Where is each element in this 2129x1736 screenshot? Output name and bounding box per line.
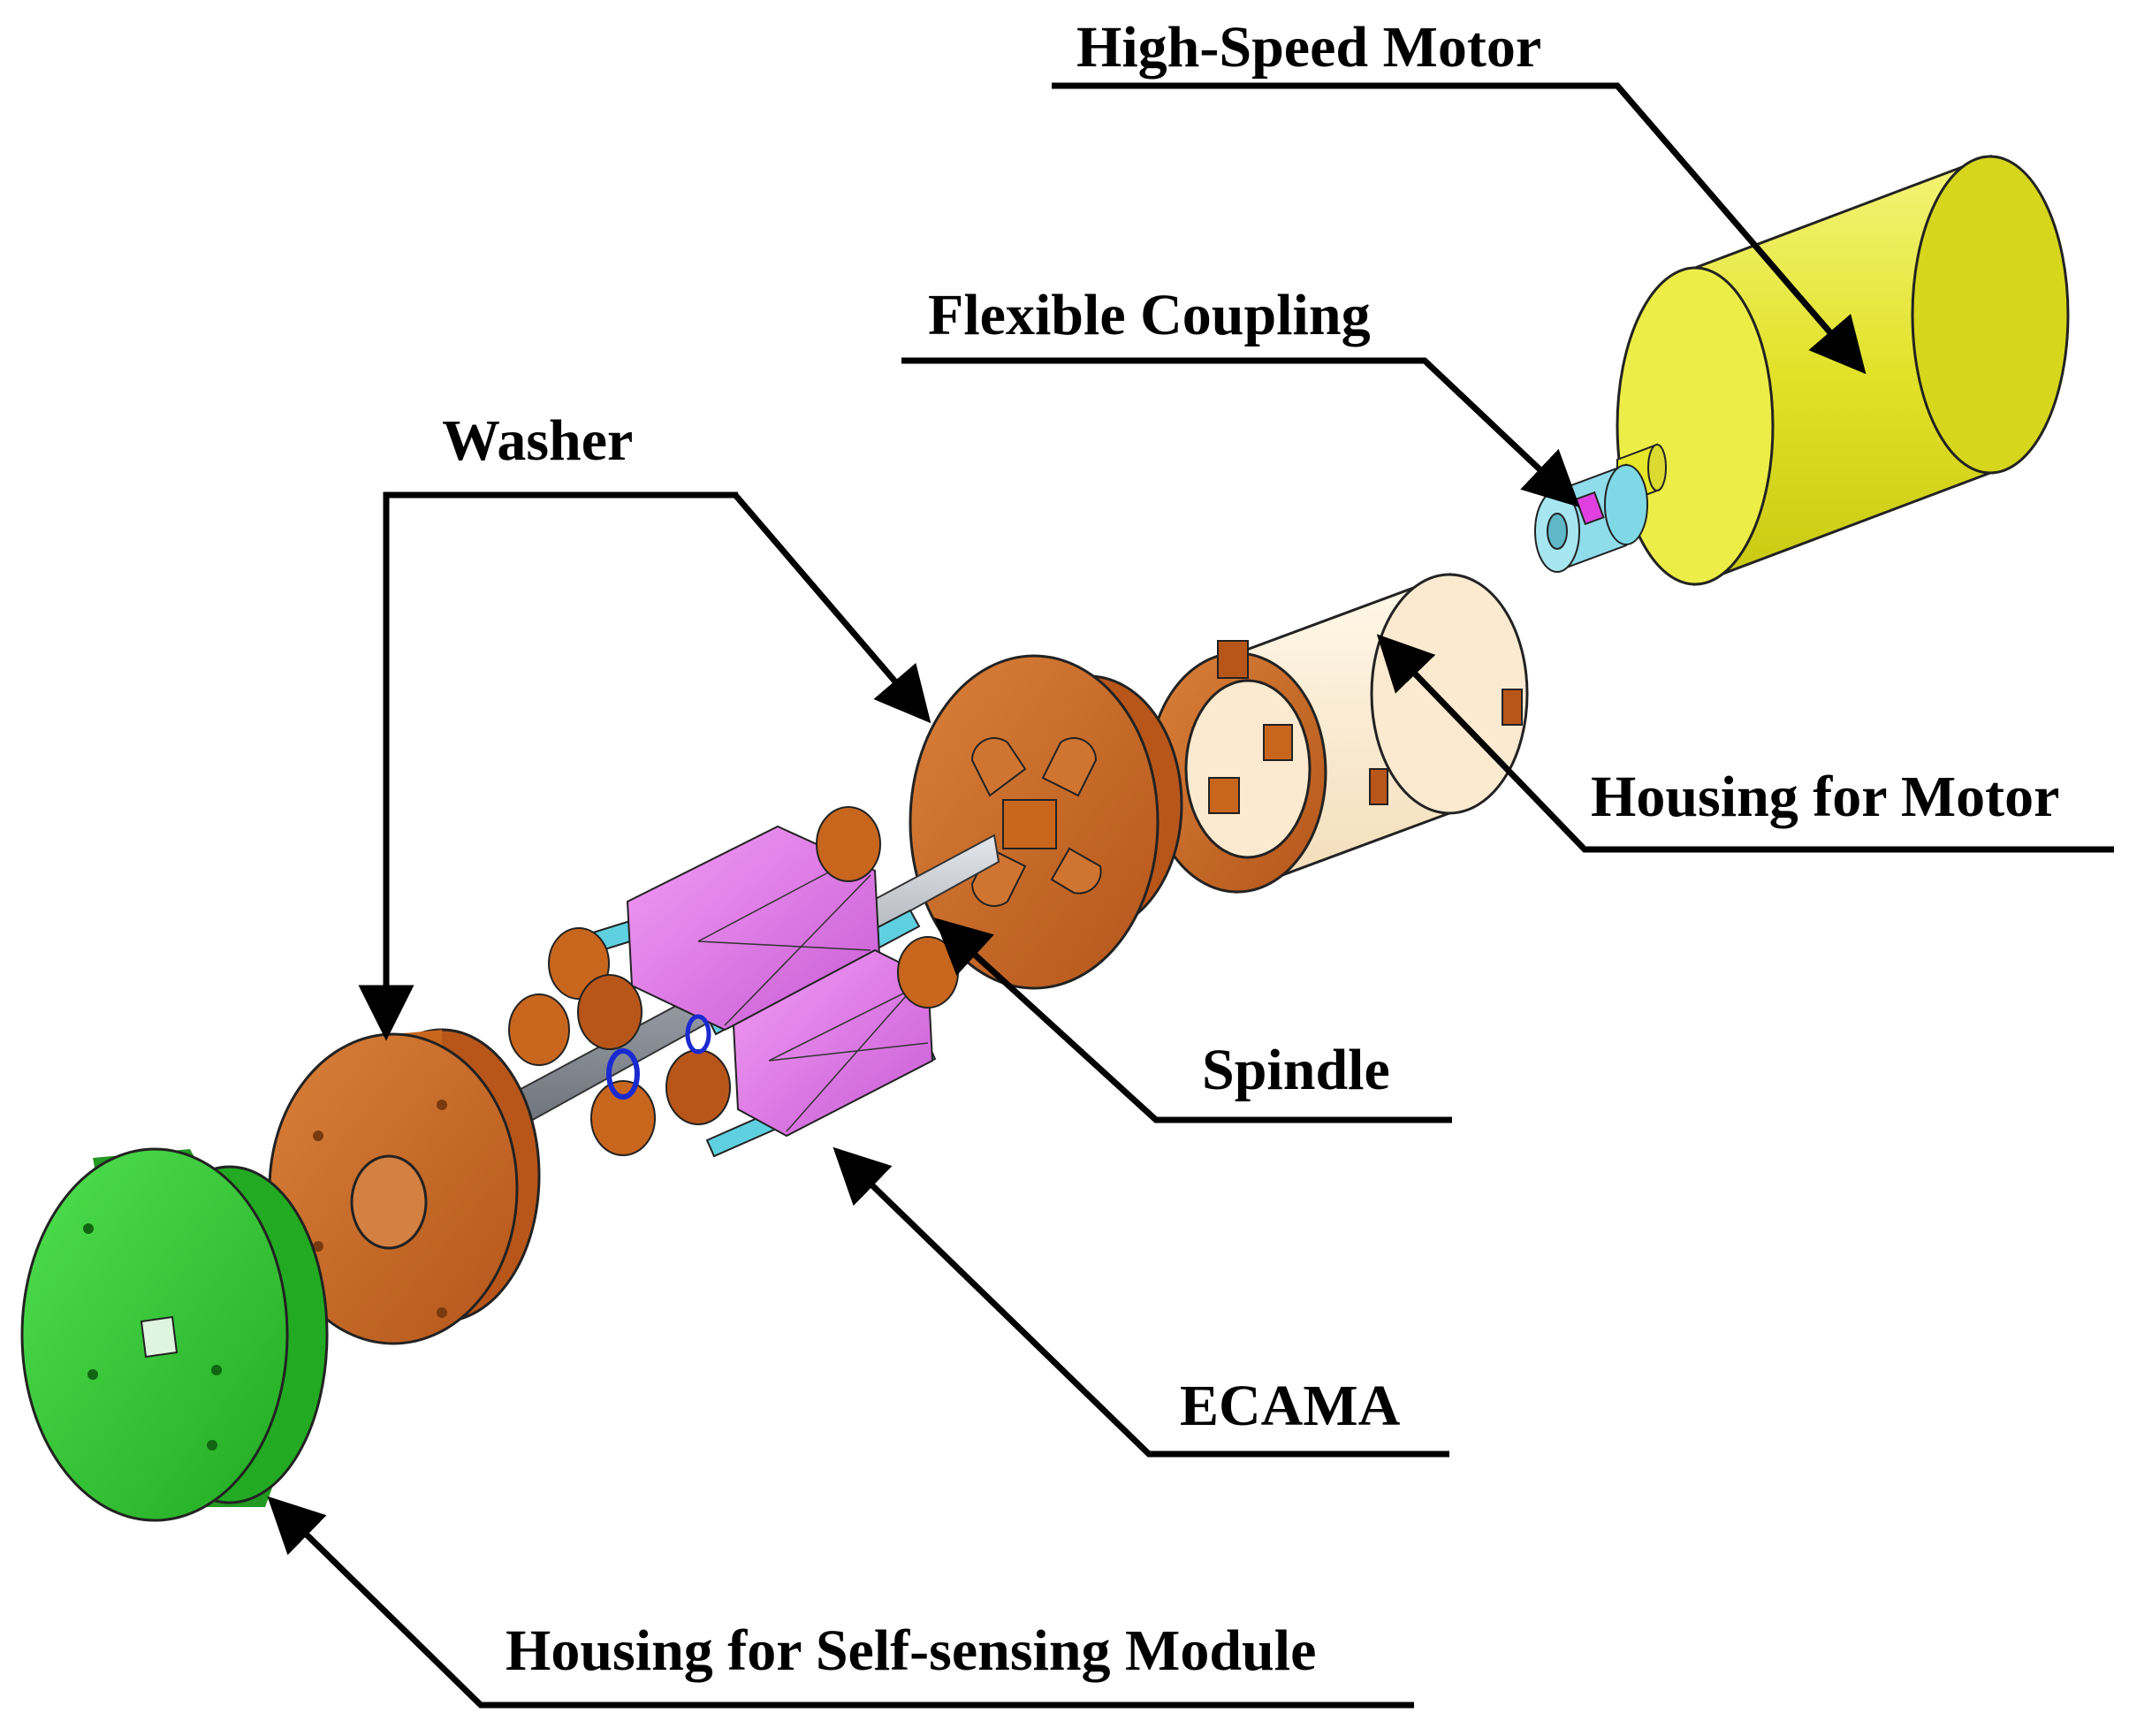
washer-lower-bore [350,1154,428,1250]
ecama-pole-5 [897,936,959,1009]
washer-upper [909,654,1183,990]
ecama-pole-1 [816,806,881,882]
ecama-pole-6 [590,1080,656,1156]
leader-washer-lower [358,491,738,1041]
high-speed-motor [1616,154,2070,587]
ecama-pole-3 [508,994,570,1066]
label-washer: Washer [442,408,633,473]
housing-for-self-sensing-module [20,1147,329,1522]
self-sensing-housing-bore [140,1315,179,1359]
ecama-ring-left [606,1048,640,1100]
motor-front-face [1616,266,1775,586]
housing-motor-bore [1184,679,1312,859]
label-spindle: Spindle [1202,1038,1390,1102]
washer-upper-hub [1002,799,1057,849]
coupling-insert [1575,491,1605,526]
callout-labels: High-Speed Motor Flexible Coupling Washe… [442,15,2059,1683]
label-ecama: ECAMA [1180,1374,1401,1438]
label-housing-for-motor: Housing for Motor [1591,765,2059,829]
ecama-coil-lower [732,948,934,1138]
leader-washer-upper [733,492,931,724]
ecama [508,806,959,1158]
leader-housing-for-motor [1376,634,2114,853]
leader-lines [267,82,2114,1709]
ecama-ring-right [685,1014,711,1055]
motor-back-end [1911,155,2070,475]
label-high-speed-motor: High-Speed Motor [1076,15,1541,80]
leader-spindle [934,917,1452,1123]
washer-lower [268,1028,541,1345]
ecama-pole-7 [665,1049,731,1125]
label-flexible-coupling: Flexible Coupling [928,283,1371,347]
leader-high-speed-motor [1052,82,1867,375]
label-housing-for-self-sensing-module: Housing for Self-sensing Module [506,1618,1316,1683]
leader-self-sensing-housing [267,1496,1414,1709]
leader-ecama [833,1146,1449,1458]
leader-flexible-coupling [901,357,1580,508]
ecama-pole-4 [577,974,643,1050]
